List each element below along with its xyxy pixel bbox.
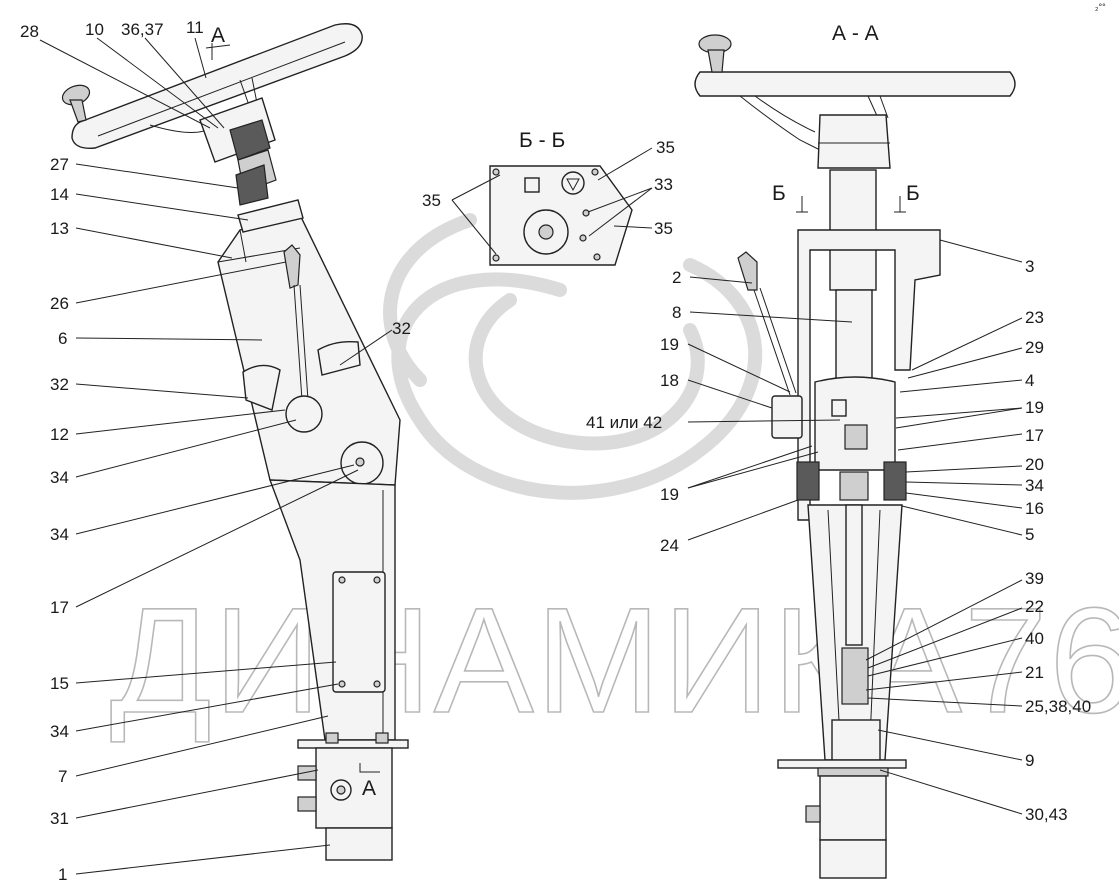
callout-10: 10 bbox=[85, 20, 104, 39]
section-mark-a bbox=[205, 43, 380, 773]
callout-27: 27 bbox=[50, 155, 69, 174]
callout-5: 5 bbox=[1025, 525, 1034, 544]
callout-15: 15 bbox=[50, 674, 69, 693]
shaft-right bbox=[829, 169, 877, 381]
callout-30-43: 30,43 bbox=[1025, 805, 1068, 824]
section-title-aa: А - А bbox=[832, 22, 879, 45]
lever-right bbox=[737, 251, 803, 439]
section-label-b2: Б bbox=[906, 182, 920, 205]
section-title-bb: Б - Б bbox=[519, 129, 565, 152]
callout-34-c: 34 bbox=[50, 722, 69, 741]
bracket-3 bbox=[797, 229, 941, 521]
cover-32-lower bbox=[242, 364, 281, 411]
callout-29: 29 bbox=[1025, 338, 1044, 357]
section-label-a-bottom: А bbox=[362, 777, 376, 800]
callout-35-top: 35 bbox=[656, 138, 675, 157]
cover-32-upper bbox=[317, 340, 361, 376]
pump-left bbox=[297, 732, 409, 861]
callout-9: 9 bbox=[1025, 751, 1034, 770]
callout-7: 7 bbox=[58, 767, 67, 786]
connector-square bbox=[524, 177, 540, 193]
callout-11: 11 bbox=[186, 18, 204, 37]
leader-lines bbox=[39, 37, 1023, 875]
callout-labels: 28 10 36,37 11 27 14 13 26 6 32 32 12 34… bbox=[20, 18, 1091, 884]
callout-33: 33 bbox=[654, 175, 673, 194]
callout-23: 23 bbox=[1025, 308, 1044, 327]
callout-28: 28 bbox=[20, 22, 39, 41]
callout-19-a: 19 bbox=[660, 335, 679, 354]
callout-1: 1 bbox=[58, 865, 67, 884]
callout-22: 22 bbox=[1025, 597, 1044, 616]
watermark-text: ДИНАМИКА76 bbox=[110, 576, 1119, 744]
callout-4: 4 bbox=[1025, 371, 1034, 390]
callout-21: 21 bbox=[1025, 663, 1044, 682]
callout-39: 39 bbox=[1025, 569, 1044, 588]
callout-13: 13 bbox=[50, 219, 69, 238]
callout-35-left: 35 bbox=[422, 191, 441, 210]
section-label-a-top: А bbox=[211, 24, 225, 47]
boss-24 bbox=[796, 461, 820, 501]
wheel-hub-right bbox=[817, 114, 891, 169]
callout-31: 31 bbox=[50, 809, 69, 828]
callout-17-right: 17 bbox=[1025, 426, 1044, 445]
warning-indicator bbox=[561, 171, 585, 195]
callout-16: 16 bbox=[1025, 499, 1044, 518]
wheel-hub-left bbox=[199, 97, 277, 206]
right-view: А - А bbox=[694, 22, 1016, 879]
boss-20 bbox=[883, 461, 907, 501]
callout-34-b: 34 bbox=[50, 525, 69, 544]
callout-19-b: 19 bbox=[660, 485, 679, 504]
callout-20: 20 bbox=[1025, 455, 1044, 474]
tilt-lever-left bbox=[283, 244, 323, 433]
callout-41-42: 41 или 42 bbox=[586, 413, 662, 432]
callout-24: 24 bbox=[660, 536, 679, 555]
callout-2: 2 bbox=[672, 268, 681, 287]
callout-6: 6 bbox=[58, 329, 67, 348]
steering-wheel-left bbox=[61, 23, 363, 149]
pivot-center-left bbox=[355, 457, 365, 467]
callout-32-lower: 32 bbox=[50, 375, 69, 394]
callout-12: 12 bbox=[50, 425, 69, 444]
watermark-layer: ДИНАМИКА76 bbox=[109, 213, 1119, 745]
callout-34-right: 34 bbox=[1025, 476, 1044, 495]
callout-35-right: 35 bbox=[654, 219, 673, 238]
flange-right bbox=[777, 759, 907, 769]
callout-36-37: 36,37 bbox=[121, 20, 164, 39]
callout-8: 8 bbox=[672, 303, 681, 322]
corner-mark: ₂°° bbox=[1095, 2, 1106, 12]
callout-26: 26 bbox=[50, 294, 69, 313]
cover-plate-15 bbox=[332, 571, 386, 693]
callout-34-a: 34 bbox=[50, 468, 69, 487]
callout-14: 14 bbox=[50, 185, 69, 204]
section-label-b1: Б bbox=[772, 182, 786, 205]
lower-joint bbox=[841, 647, 869, 705]
steering-wheel-right bbox=[694, 34, 1016, 151]
callout-25-38-40: 25,38,40 bbox=[1025, 697, 1091, 716]
callout-40: 40 bbox=[1025, 629, 1044, 648]
callout-18: 18 bbox=[660, 371, 679, 390]
callout-3: 3 bbox=[1025, 257, 1034, 276]
inner-shaft bbox=[845, 504, 863, 646]
pump-right bbox=[819, 775, 887, 841]
left-view: А А bbox=[61, 23, 409, 861]
lower-coupling bbox=[831, 719, 881, 761]
callout-17-left: 17 bbox=[50, 598, 69, 617]
middle-view: Б - Б bbox=[489, 129, 633, 266]
lower-column-left bbox=[268, 479, 396, 741]
callout-32-upper: 32 bbox=[392, 319, 411, 338]
callout-19-c: 19 bbox=[1025, 398, 1044, 417]
joint-block-right bbox=[814, 376, 896, 501]
watermark-swirl bbox=[383, 213, 763, 500]
